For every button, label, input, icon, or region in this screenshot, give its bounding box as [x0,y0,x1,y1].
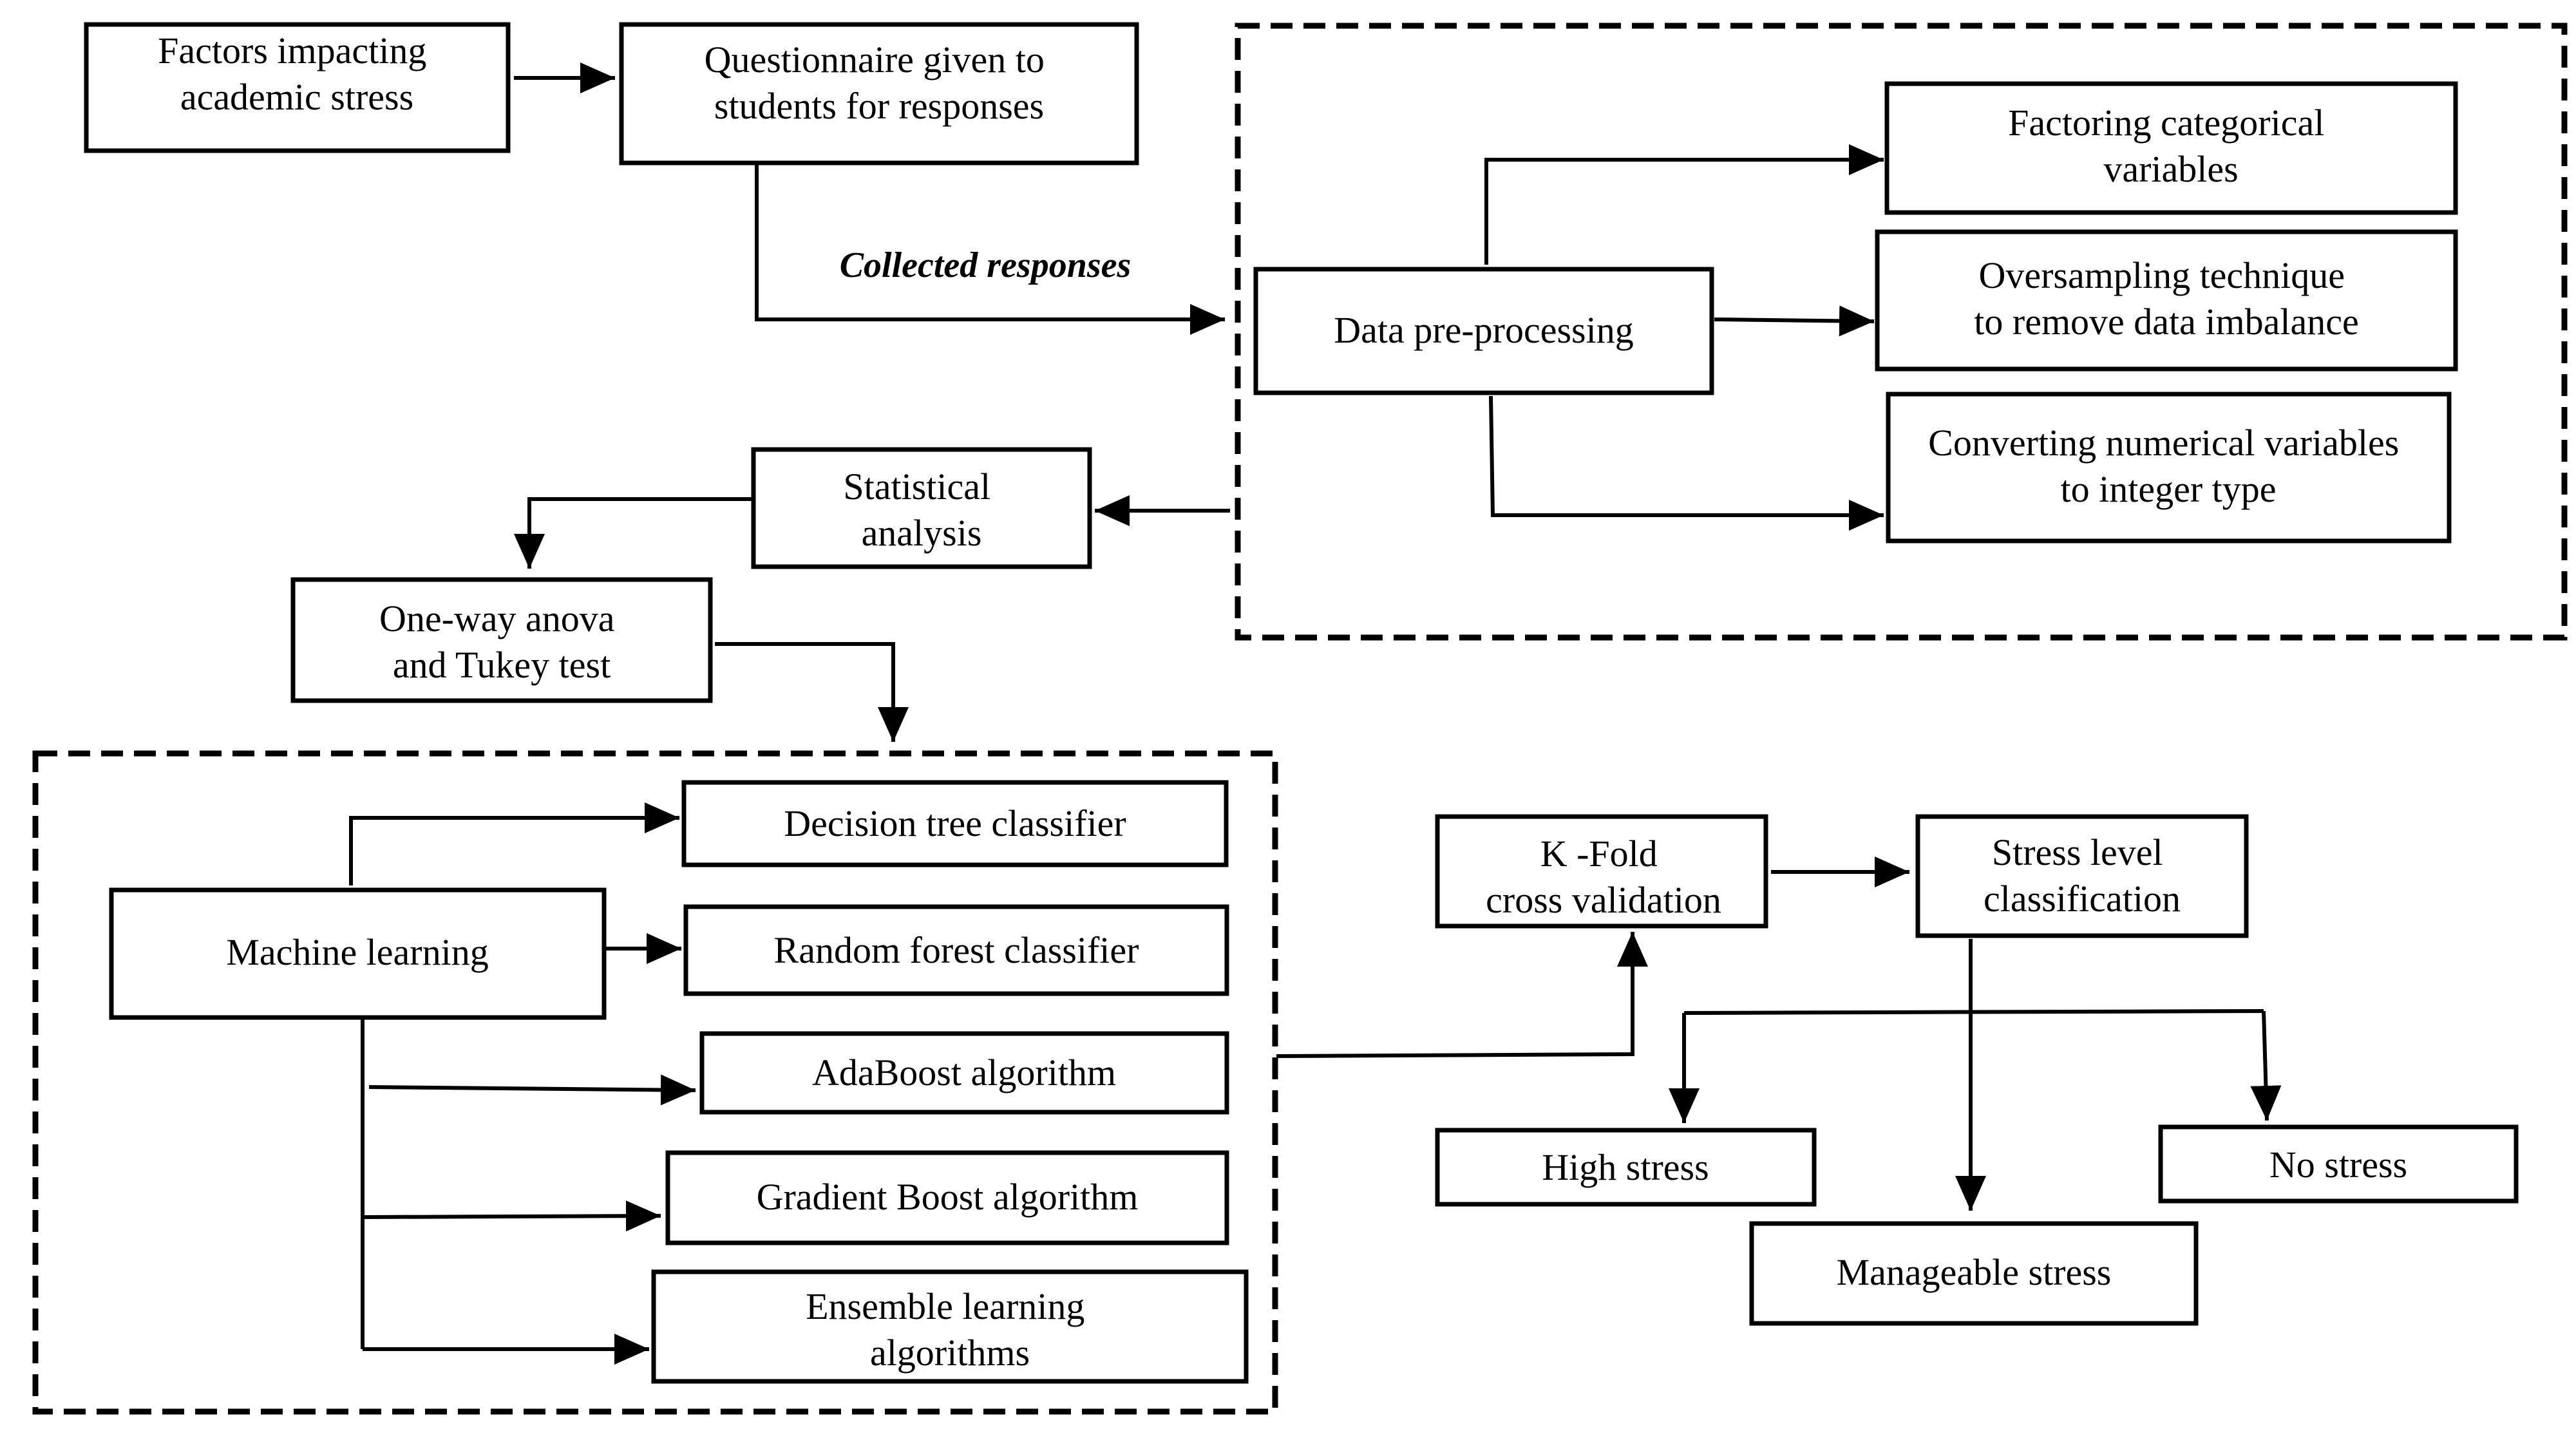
node-anova-line-2: and Tukey test [393,644,611,686]
node-manageable-stress: Manageable stress [1749,1221,2199,1326]
node-oversampling-line-1: Oversampling technique [1978,254,2345,296]
node-adaboost: AdaBoost algorithm [699,1031,1229,1115]
node-statistical: Statistical analysis [751,447,1092,569]
edge-ml-group-to-kfold [1276,932,1648,1058]
node-anova-line-1: One-way anova [379,598,615,639]
edges [349,62,2282,1365]
node-factors-line-1: Factors impacting [158,30,426,71]
node-questionnaire: Questionnaire given to students for resp… [619,22,1139,166]
node-converting: Converting numerical variables to intege… [1886,392,2452,544]
node-oversampling-line-2: to remove data imbalance [1974,301,2358,343]
node-no-stress: No stress [2158,1124,2519,1204]
node-ml-label: Machine learning [226,931,488,973]
node-preprocessing: Data pre-processing [1253,267,1714,395]
node-random-forest: Random forest classifier [683,904,1229,996]
edge-label-collected-responses: Collected responses [840,245,1132,285]
node-stress-class-text: Stress level classification [1984,831,2181,920]
edge-ml-to-decision-tree [349,802,679,885]
edge-preprocessing-to-oversampling [1714,305,1875,337]
node-ensemble: Ensemble learning algorithms [651,1269,1249,1384]
machine-learning-group [32,750,1278,1415]
node-random-forest-label: Random forest classifier [774,929,1139,971]
node-factoring: Factoring categorical variables [1884,81,2458,215]
node-decision-tree-label: Decision tree classifier [784,802,1126,844]
node-factors: Factors impacting academic stress [84,22,511,153]
node-gradient-boost-label: Gradient Boost algorithm [757,1176,1139,1218]
node-factoring-line-1: Factoring categorical [2008,102,2324,144]
node-oversampling: Oversampling technique to remove data im… [1875,229,2458,372]
node-adaboost-label: AdaBoost algorithm [812,1052,1116,1093]
node-factors-text: Factors impacting academic stress [158,30,436,118]
node-statistical-line-1: Statistical [843,466,990,507]
node-ensemble-text: Ensemble learning algorithms [806,1285,1094,1374]
edge-questionnaire-to-preprocessing [755,162,1225,335]
edge-to-no-stress [2250,1010,2282,1121]
node-questionnaire-line-1: Questionnaire given to [705,39,1045,80]
node-kfold: K -Fold cross validation [1435,814,1768,929]
node-ensemble-line-1: Ensemble learning [806,1285,1084,1327]
node-machine-learning: Machine learning [109,887,607,1020]
preprocessing-group [1235,23,2568,641]
node-oversampling-text: Oversampling technique to remove data im… [1974,254,2358,343]
edge-preprocessing-to-factoring [1484,144,1884,265]
node-kfold-line-2: cross validation [1486,879,1721,921]
node-kfold-line-1: K -Fold [1540,833,1658,875]
node-decision-tree: Decision tree classifier [681,780,1229,867]
node-stress-classification: Stress level classification [1915,814,2249,938]
edge-preprocessing-to-converting [1489,395,1884,531]
edge-ml-to-gradient-boost [362,1200,661,1232]
node-kfold-text: K -Fold cross validation [1486,833,1721,921]
node-questionnaire-text: Questionnaire given to students for resp… [705,39,1054,127]
node-ensemble-line-2: algorithms [870,1332,1030,1374]
node-anova: One-way anova and Tukey test [290,577,713,703]
node-no-stress-label: No stress [2269,1144,2407,1186]
node-factoring-line-2: variables [2103,148,2238,190]
node-anova-text: One-way anova and Tukey test [379,598,624,686]
node-stress-class-line-1: Stress level [1992,831,2163,873]
node-statistical-text: Statistical analysis [843,466,999,554]
node-questionnaire-line-2: students for responses [714,85,1044,127]
node-high-stress-label: High stress [1542,1146,1709,1188]
edge-anova-to-ml-group [715,642,909,742]
node-stress-class-line-2: classification [1984,878,2181,920]
node-converting-text: Converting numerical variables to intege… [1928,422,2409,510]
node-statistical-line-2: analysis [862,512,982,554]
edge-split-bar [1683,1009,2264,1015]
node-converting-line-1: Converting numerical variables [1928,422,2399,464]
edge-ml-to-adaboost [368,1074,696,1106]
node-preprocessing-label: Data pre-processing [1334,309,1633,351]
edge-statistical-to-anova [514,497,752,569]
node-converting-line-2: to integer type [2060,468,2276,510]
node-factoring-text: Factoring categorical variables [2008,102,2334,190]
node-factors-line-2: academic stress [180,76,413,118]
node-gradient-boost: Gradient Boost algorithm [665,1150,1229,1245]
node-manageable-stress-label: Manageable stress [1837,1251,2112,1293]
node-high-stress: High stress [1435,1128,1817,1207]
